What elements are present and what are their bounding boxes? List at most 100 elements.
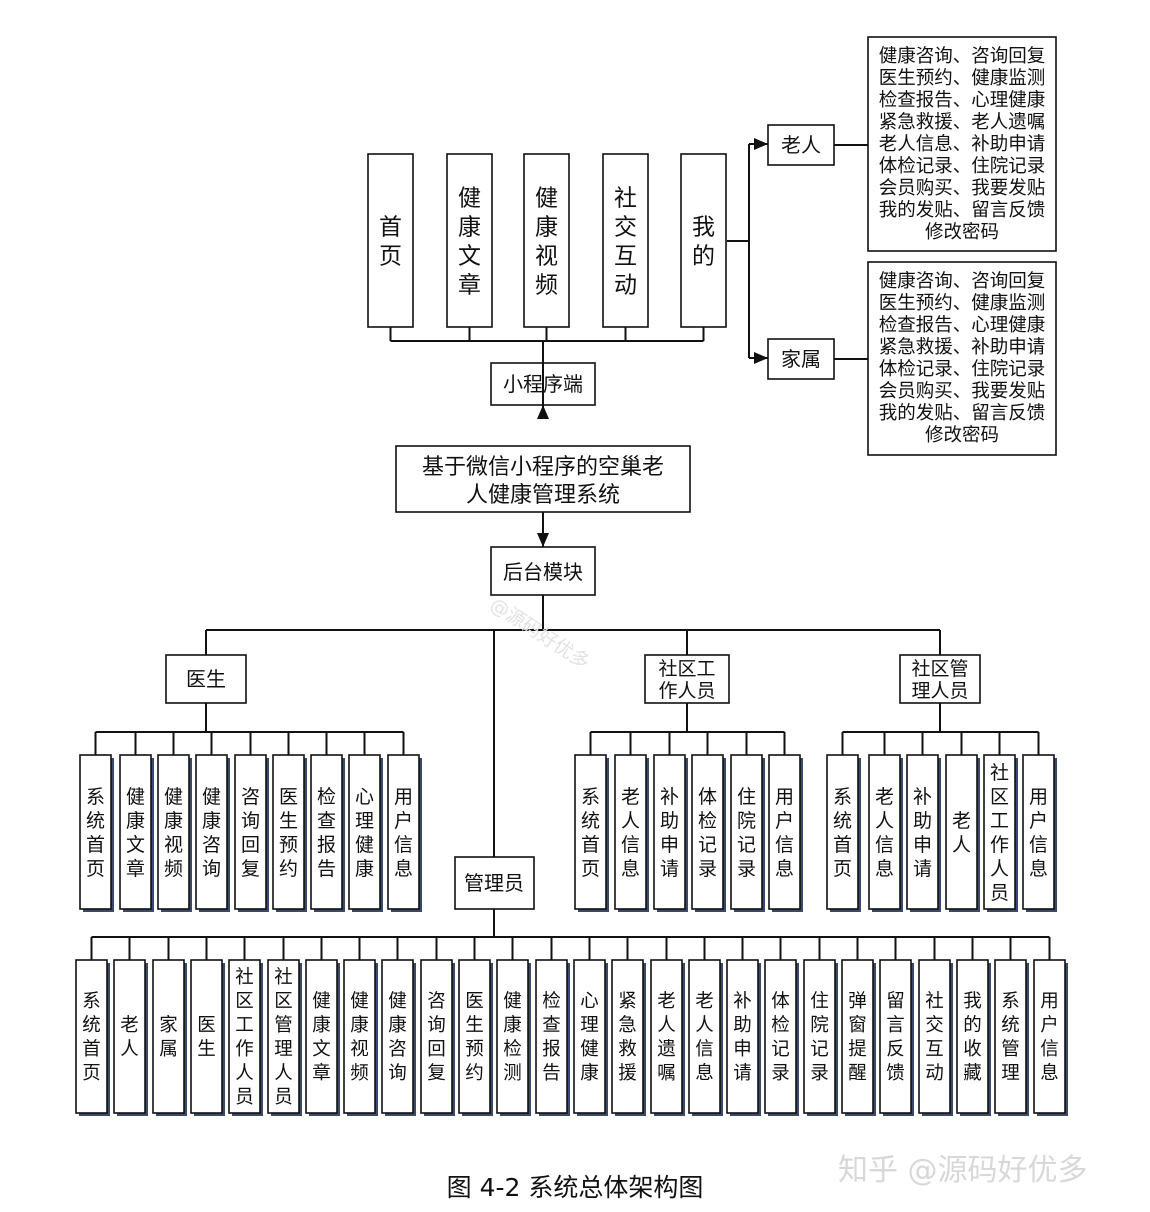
char: 告 [317,858,336,880]
manager-module-box [1022,754,1055,910]
admin-module-label: 心理健康 [580,991,599,1084]
worker-module-label: 补助申请 [660,786,679,880]
char: 健 [580,1039,599,1060]
char: 紧 [618,991,637,1012]
char: 弹 [848,991,867,1012]
char: 报 [317,834,336,856]
zhihu-watermark: 知乎 @源码好优多 [838,1153,1088,1188]
char: 醒 [848,1063,867,1084]
worker-module-box [691,754,724,910]
char: 信 [621,834,640,856]
char: 属 [159,1039,178,1060]
char: 页 [581,858,600,880]
char: 询 [388,1063,407,1084]
char: 视 [535,243,558,269]
char: 视 [350,1039,369,1060]
char: 生 [465,1015,484,1036]
admin-module-box [228,959,261,1114]
char: 健 [503,991,522,1012]
char: 统 [86,810,105,832]
feature-item: 检查报告、心理健康 [879,90,1046,111]
char: 人 [621,810,640,832]
char: 用 [394,786,413,808]
char: 页 [833,858,852,880]
backend-label: 后台模块 [503,560,583,584]
char: 信 [875,834,894,856]
doctor-module-box [195,754,228,910]
char: 社 [925,991,944,1012]
admin-module-box [496,959,529,1114]
char: 申 [913,834,932,856]
doctor-module-box [234,754,267,910]
char: 息 [695,1063,714,1084]
admin-module-label: 医生 [197,1015,216,1060]
char: 系 [86,786,105,808]
char: 检 [698,810,717,832]
admin-module-box [841,959,874,1114]
char: 人 [120,1039,139,1060]
char: 工 [235,1015,254,1036]
char: 生 [279,810,298,832]
feature-item: 会员购买、我要发贴 [879,381,1046,402]
page-box-3 [602,153,649,328]
figure-caption: 图 4-2 系统总体架构图 [446,1173,704,1202]
char: 人 [657,1015,676,1036]
char: 回 [241,834,260,856]
char: 首 [379,214,402,240]
char: 申 [660,834,679,856]
char: 预 [465,1039,484,1060]
char: 住 [737,786,756,808]
char: 康 [126,810,145,832]
char: 约 [465,1063,484,1084]
char: 老 [875,786,894,808]
char: 人 [274,1063,293,1084]
char: 视 [164,834,183,856]
char: 交 [925,1015,944,1036]
worker-module-box [768,754,801,910]
char: 频 [350,1063,369,1084]
char: 文 [458,243,481,269]
char: 文 [312,1039,331,1060]
admin-module-box [764,959,797,1114]
char: 区 [274,991,293,1012]
char: 信 [1029,834,1048,856]
feature-item: 健康咨询、咨询回复 [879,271,1046,292]
doctor-module-box [310,754,343,910]
feature-item: 体检记录、住院记录 [879,156,1046,177]
char: 户 [394,810,413,832]
char: 用 [1029,786,1048,808]
char: 咨 [202,834,221,856]
admin-module-label: 老人 [120,1015,139,1060]
char: 老 [120,1015,139,1036]
char: 理 [274,1039,293,1060]
admin-module-label: 医生预约 [465,991,484,1084]
char: 救 [618,1039,637,1060]
page-box-4 [680,153,727,328]
char: 人 [235,1063,254,1084]
char: 记 [771,1039,790,1060]
char: 老 [621,786,640,808]
manager-module-box [945,754,978,910]
char: 住 [810,991,829,1012]
feature-item: 健康咨询、咨询回复 [879,46,1046,67]
char: 康 [312,1015,331,1036]
miniprogram-role-label-0: 老人 [781,133,821,157]
admin-module-box [152,959,185,1114]
arrowhead [754,352,768,364]
admin-module-box [343,959,376,1114]
char: 询 [202,858,221,880]
char: 文 [126,834,145,856]
char: 健 [388,991,407,1012]
char: 健 [355,834,374,856]
feature-item: 我的发贴、留言反馈 [879,200,1046,221]
char: 询 [241,810,260,832]
